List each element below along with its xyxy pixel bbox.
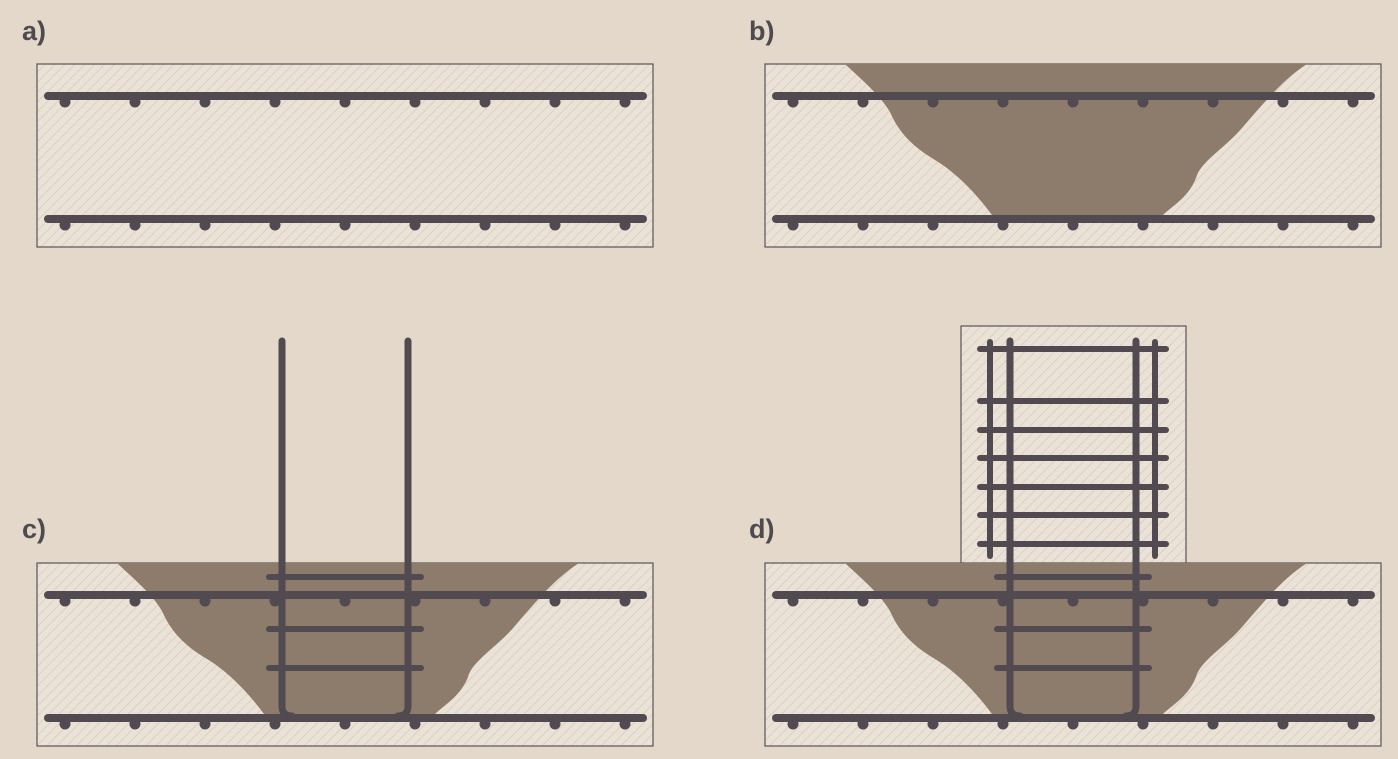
transverse-bar-section: [339, 595, 351, 607]
transverse-bar-section: [1207, 219, 1219, 231]
new-concrete-column: [960, 325, 1187, 564]
transverse-bar-section: [1347, 718, 1359, 730]
transverse-bar-section: [927, 96, 939, 108]
panel-label-c: c): [22, 514, 47, 544]
transverse-bar-section: [549, 96, 561, 108]
transverse-bar-section: [1137, 718, 1149, 730]
panel-c: [36, 337, 654, 747]
transverse-bar-section: [1137, 595, 1149, 607]
panel-b: [764, 63, 1382, 248]
transverse-bar-section: [199, 219, 211, 231]
transverse-bar-section: [59, 219, 71, 231]
transverse-bar-section: [1067, 595, 1079, 607]
transverse-bar-section: [129, 219, 141, 231]
transverse-bar-section: [129, 96, 141, 108]
excavated-area: [117, 563, 579, 714]
transverse-bar-section: [59, 96, 71, 108]
transverse-bar-section: [857, 718, 869, 730]
transverse-bar-section: [339, 718, 351, 730]
transverse-bar-section: [1137, 96, 1149, 108]
transverse-bar-section: [857, 595, 869, 607]
transverse-bar-section: [1207, 595, 1219, 607]
vertical-starter-bar-right: [394, 337, 412, 720]
bottom-rebar: [44, 215, 647, 231]
top-rebar: [772, 92, 1375, 108]
transverse-bar-section: [409, 96, 421, 108]
transverse-bar-section: [59, 718, 71, 730]
transverse-bar-section: [269, 96, 281, 108]
panel-d: [764, 325, 1382, 747]
transverse-bar-section: [927, 219, 939, 231]
transverse-bar-section: [927, 595, 939, 607]
vertical-starter-bar-left: [278, 337, 296, 720]
transverse-bar-section: [857, 219, 869, 231]
top-rebar: [44, 92, 647, 108]
transverse-bar-section: [199, 595, 211, 607]
transverse-bar-section: [1277, 718, 1289, 730]
transverse-bar-section: [927, 718, 939, 730]
transverse-bar-section: [269, 718, 281, 730]
transverse-bar-section: [787, 219, 799, 231]
transverse-bar-section: [199, 718, 211, 730]
transverse-bar-section: [549, 718, 561, 730]
transverse-bar-section: [129, 595, 141, 607]
transverse-bar-section: [619, 718, 631, 730]
panel-label-a: a): [22, 16, 47, 46]
transverse-bar-section: [1067, 718, 1079, 730]
transverse-bar-section: [59, 595, 71, 607]
transverse-bar-section: [269, 595, 281, 607]
transverse-bar-section: [1277, 96, 1289, 108]
transverse-bar-section: [479, 718, 491, 730]
transverse-bar-section: [997, 219, 1009, 231]
panel-a: [36, 63, 654, 248]
transverse-bar-section: [129, 718, 141, 730]
transverse-bar-section: [409, 219, 421, 231]
transverse-bar-section: [1067, 219, 1079, 231]
transverse-bar-section: [787, 96, 799, 108]
transverse-bar-section: [619, 219, 631, 231]
transverse-bar-section: [339, 96, 351, 108]
bottom-rebar: [44, 714, 647, 730]
transverse-bar-section: [549, 595, 561, 607]
transverse-bar-section: [409, 595, 421, 607]
top-rebar: [44, 591, 647, 607]
transverse-bar-section: [479, 96, 491, 108]
transverse-bar-section: [619, 595, 631, 607]
panel-label-d: d): [749, 514, 775, 544]
transverse-bar-section: [787, 595, 799, 607]
transverse-bar-section: [1347, 219, 1359, 231]
transverse-bar-section: [1347, 96, 1359, 108]
panel-label-b: b): [749, 16, 775, 46]
vertical-starter-bar-right: [1122, 337, 1140, 720]
transverse-bar-section: [1067, 96, 1079, 108]
transverse-bar-section: [479, 219, 491, 231]
transverse-bar-section: [1347, 595, 1359, 607]
column-stirrups: [977, 346, 1169, 547]
bottom-rebar: [772, 714, 1375, 730]
transverse-bar-section: [997, 595, 1009, 607]
transverse-bar-section: [997, 718, 1009, 730]
transverse-bar-section: [549, 219, 561, 231]
bottom-rebar: [772, 215, 1375, 231]
transverse-bar-section: [199, 96, 211, 108]
transverse-bar-section: [269, 219, 281, 231]
transverse-bar-section: [1277, 595, 1289, 607]
excavated-area: [845, 64, 1307, 215]
transverse-bar-section: [997, 96, 1009, 108]
transverse-bar-section: [339, 219, 351, 231]
excavated-area: [845, 563, 1307, 714]
transverse-bar-section: [479, 595, 491, 607]
transverse-bar-section: [857, 96, 869, 108]
transverse-bar-section: [1207, 718, 1219, 730]
transverse-bar-section: [787, 718, 799, 730]
transverse-bar-section: [1277, 219, 1289, 231]
vertical-starter-bar-left: [1006, 337, 1024, 720]
transverse-bar-section: [1137, 219, 1149, 231]
transverse-bar-section: [619, 96, 631, 108]
transverse-bar-section: [1207, 96, 1219, 108]
transverse-bar-section: [409, 718, 421, 730]
top-rebar: [772, 591, 1375, 607]
